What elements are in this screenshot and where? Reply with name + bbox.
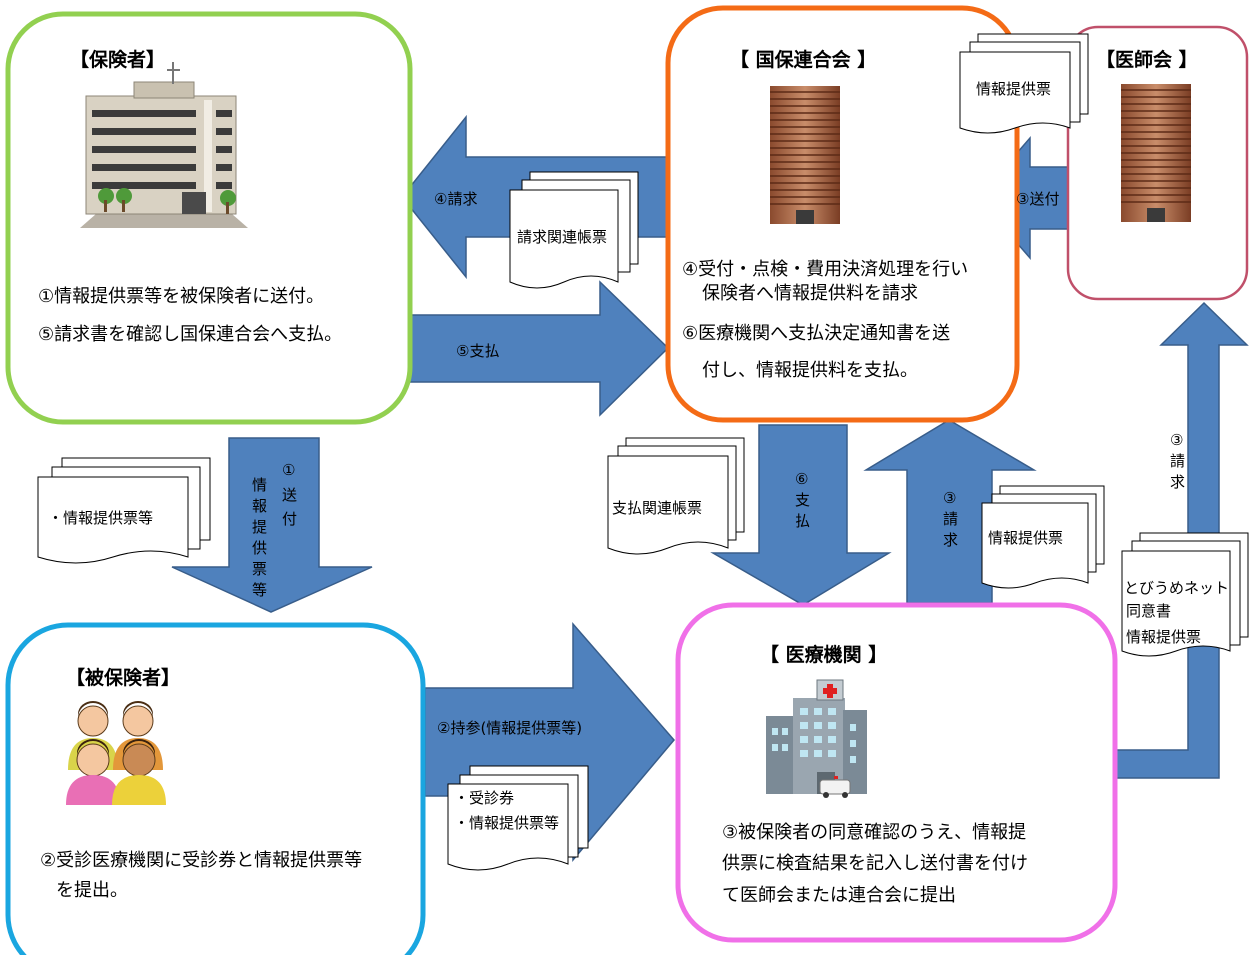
- doc-stack-payment-docs: [607, 437, 745, 555]
- arrow-seikyu-3-right-vertical-text: ③ 請求: [1170, 431, 1185, 491]
- insurer-title: 【保険者】: [70, 48, 165, 71]
- arrow-sofu-3-label: ③送付: [1016, 190, 1059, 208]
- arrow-shiharai-6-char: 支: [795, 491, 810, 509]
- doc-visit-line-2: ・情報提供票等: [454, 814, 559, 832]
- doc-tobiume-line-2: 同意書: [1126, 602, 1171, 620]
- doc-billing-label: 請求関連帳票: [517, 228, 607, 246]
- doc-payment-label: 支払関連帳票: [612, 499, 702, 517]
- arrow-sofu-1-char: 送: [282, 486, 297, 504]
- arrow-sofu-1-char: 報: [252, 497, 267, 515]
- federation-line-3: ⑥医療機関へ支払決定通知書を送: [682, 323, 950, 344]
- arrow-seikyu-3-mid-vertical-text: ③ 請求: [943, 489, 958, 549]
- arrow-sofu-1-number: ①: [282, 461, 295, 479]
- doc-tobiume-line-3: 情報提供票: [1126, 628, 1201, 646]
- hospital-line-2: 供票に検査結果を記入し送付書を付け: [722, 853, 1028, 874]
- doc-info-forms-etc-label: ・情報提供票等: [48, 509, 153, 527]
- doc-stack-tobiume: [1121, 532, 1249, 657]
- hospital-line-1: ③被保険者の同意確認のうえ、情報提: [722, 822, 1026, 843]
- arrow-seikyu-3-mid-char: 請: [943, 510, 958, 528]
- federation-title: 【 国保連合会 】: [730, 48, 876, 71]
- medical-association-title: 【医師会 】: [1096, 48, 1198, 71]
- federation-line-4: 付し、情報提供料を支払。: [702, 360, 918, 381]
- doc-stack-info-form-top: [959, 33, 1089, 134]
- insurer-line-2: ⑤請求書を確認し国保連合会へ支払。: [38, 324, 342, 345]
- tall-building-icon: [1121, 84, 1191, 222]
- tall-building-icon: [770, 86, 840, 224]
- arrow-seikyu-3-right-char: 求: [1170, 473, 1185, 491]
- insured-title: 【被保険者】: [66, 666, 180, 689]
- arrow-shiharai-6: [710, 424, 892, 606]
- arrow-sofu-1-char: 等: [252, 581, 267, 599]
- doc-info-form-mid-label: 情報提供票: [988, 529, 1063, 547]
- doc-stack-info-form-mid: [981, 485, 1105, 589]
- doc-info-form-top-label: 情報提供票: [976, 80, 1051, 98]
- arrow-shiharai-6-vertical-text: ⑥ 支払: [795, 470, 810, 530]
- arrow-sofu-1-char: 付: [282, 510, 297, 528]
- arrow-shiharai-6-char: ⑥: [795, 470, 808, 488]
- doc-stack-visit-docs: [447, 765, 589, 871]
- federation-line-2: 保険者へ情報提供料を請求: [702, 283, 918, 304]
- city-office-building-icon: [80, 62, 248, 228]
- hospital-line-3: て医師会または連合会に提出: [722, 885, 956, 906]
- people-group-icon: [66, 701, 166, 805]
- arrow-sofu-1-char: 提: [252, 518, 267, 536]
- arrow-sofu-1: [171, 437, 373, 613]
- arrow-seikyu-3-mid-char: 求: [943, 531, 958, 549]
- arrow-shiharai-5: [399, 280, 670, 417]
- insured-line-2: を提出。: [56, 880, 128, 901]
- doc-stack-info-forms-etc: [37, 457, 211, 564]
- arrow-seikyu-3-right-char: ③: [1170, 431, 1183, 449]
- insured-box: [5, 622, 426, 955]
- arrow-sofu-1-char: 情: [252, 476, 267, 494]
- arrow-shiharai-5-label: ⑤支払: [456, 342, 499, 360]
- arrow-seikyu-4-label: ④請求: [434, 190, 477, 208]
- hospital-title: 【 医療機関 】: [760, 643, 887, 666]
- arrow-sofu-1-char: 票: [252, 560, 267, 578]
- arrow-sofu-1-char: 供: [252, 539, 267, 557]
- insured-line-1: ②受診医療機関に受診券と情報提供票等: [40, 850, 362, 871]
- hospital-icon: [766, 679, 867, 798]
- doc-stack-billing-docs: [509, 171, 639, 289]
- arrow-seikyu-3-mid-char: ③: [943, 489, 956, 507]
- arrow-seikyu-3-right-char: 請: [1170, 452, 1185, 470]
- hospital-box: [675, 602, 1118, 943]
- federation-line-1: ④受付・点検・費用決済処理を行い: [682, 259, 968, 280]
- arrow-jisan-2-label: ②持参(情報提供票等): [437, 719, 582, 737]
- arrow-shiharai-6-char: 払: [795, 512, 810, 530]
- arrow-sofu-1-vertical-text: 情報提供票等: [252, 476, 267, 599]
- federation-box: [665, 5, 1020, 423]
- doc-tobiume-line-1: とびうめネット: [1124, 579, 1229, 597]
- insurer-line-1: ①情報提供票等を被保険者に送付。: [38, 286, 324, 307]
- doc-visit-line-1: ・受診券: [454, 789, 514, 807]
